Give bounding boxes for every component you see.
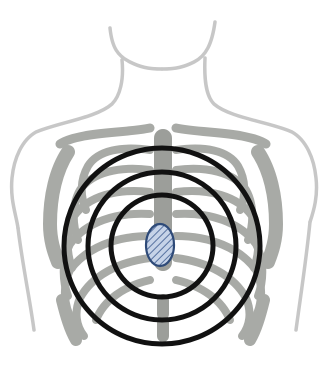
neck-right-outline <box>162 22 215 69</box>
left-clavicle <box>60 128 150 144</box>
right-torso-edge <box>296 222 310 330</box>
right-clavicle <box>176 128 266 144</box>
neck-left-outline <box>110 28 162 69</box>
left-torso-edge <box>18 228 34 330</box>
focus-marker <box>146 224 174 266</box>
